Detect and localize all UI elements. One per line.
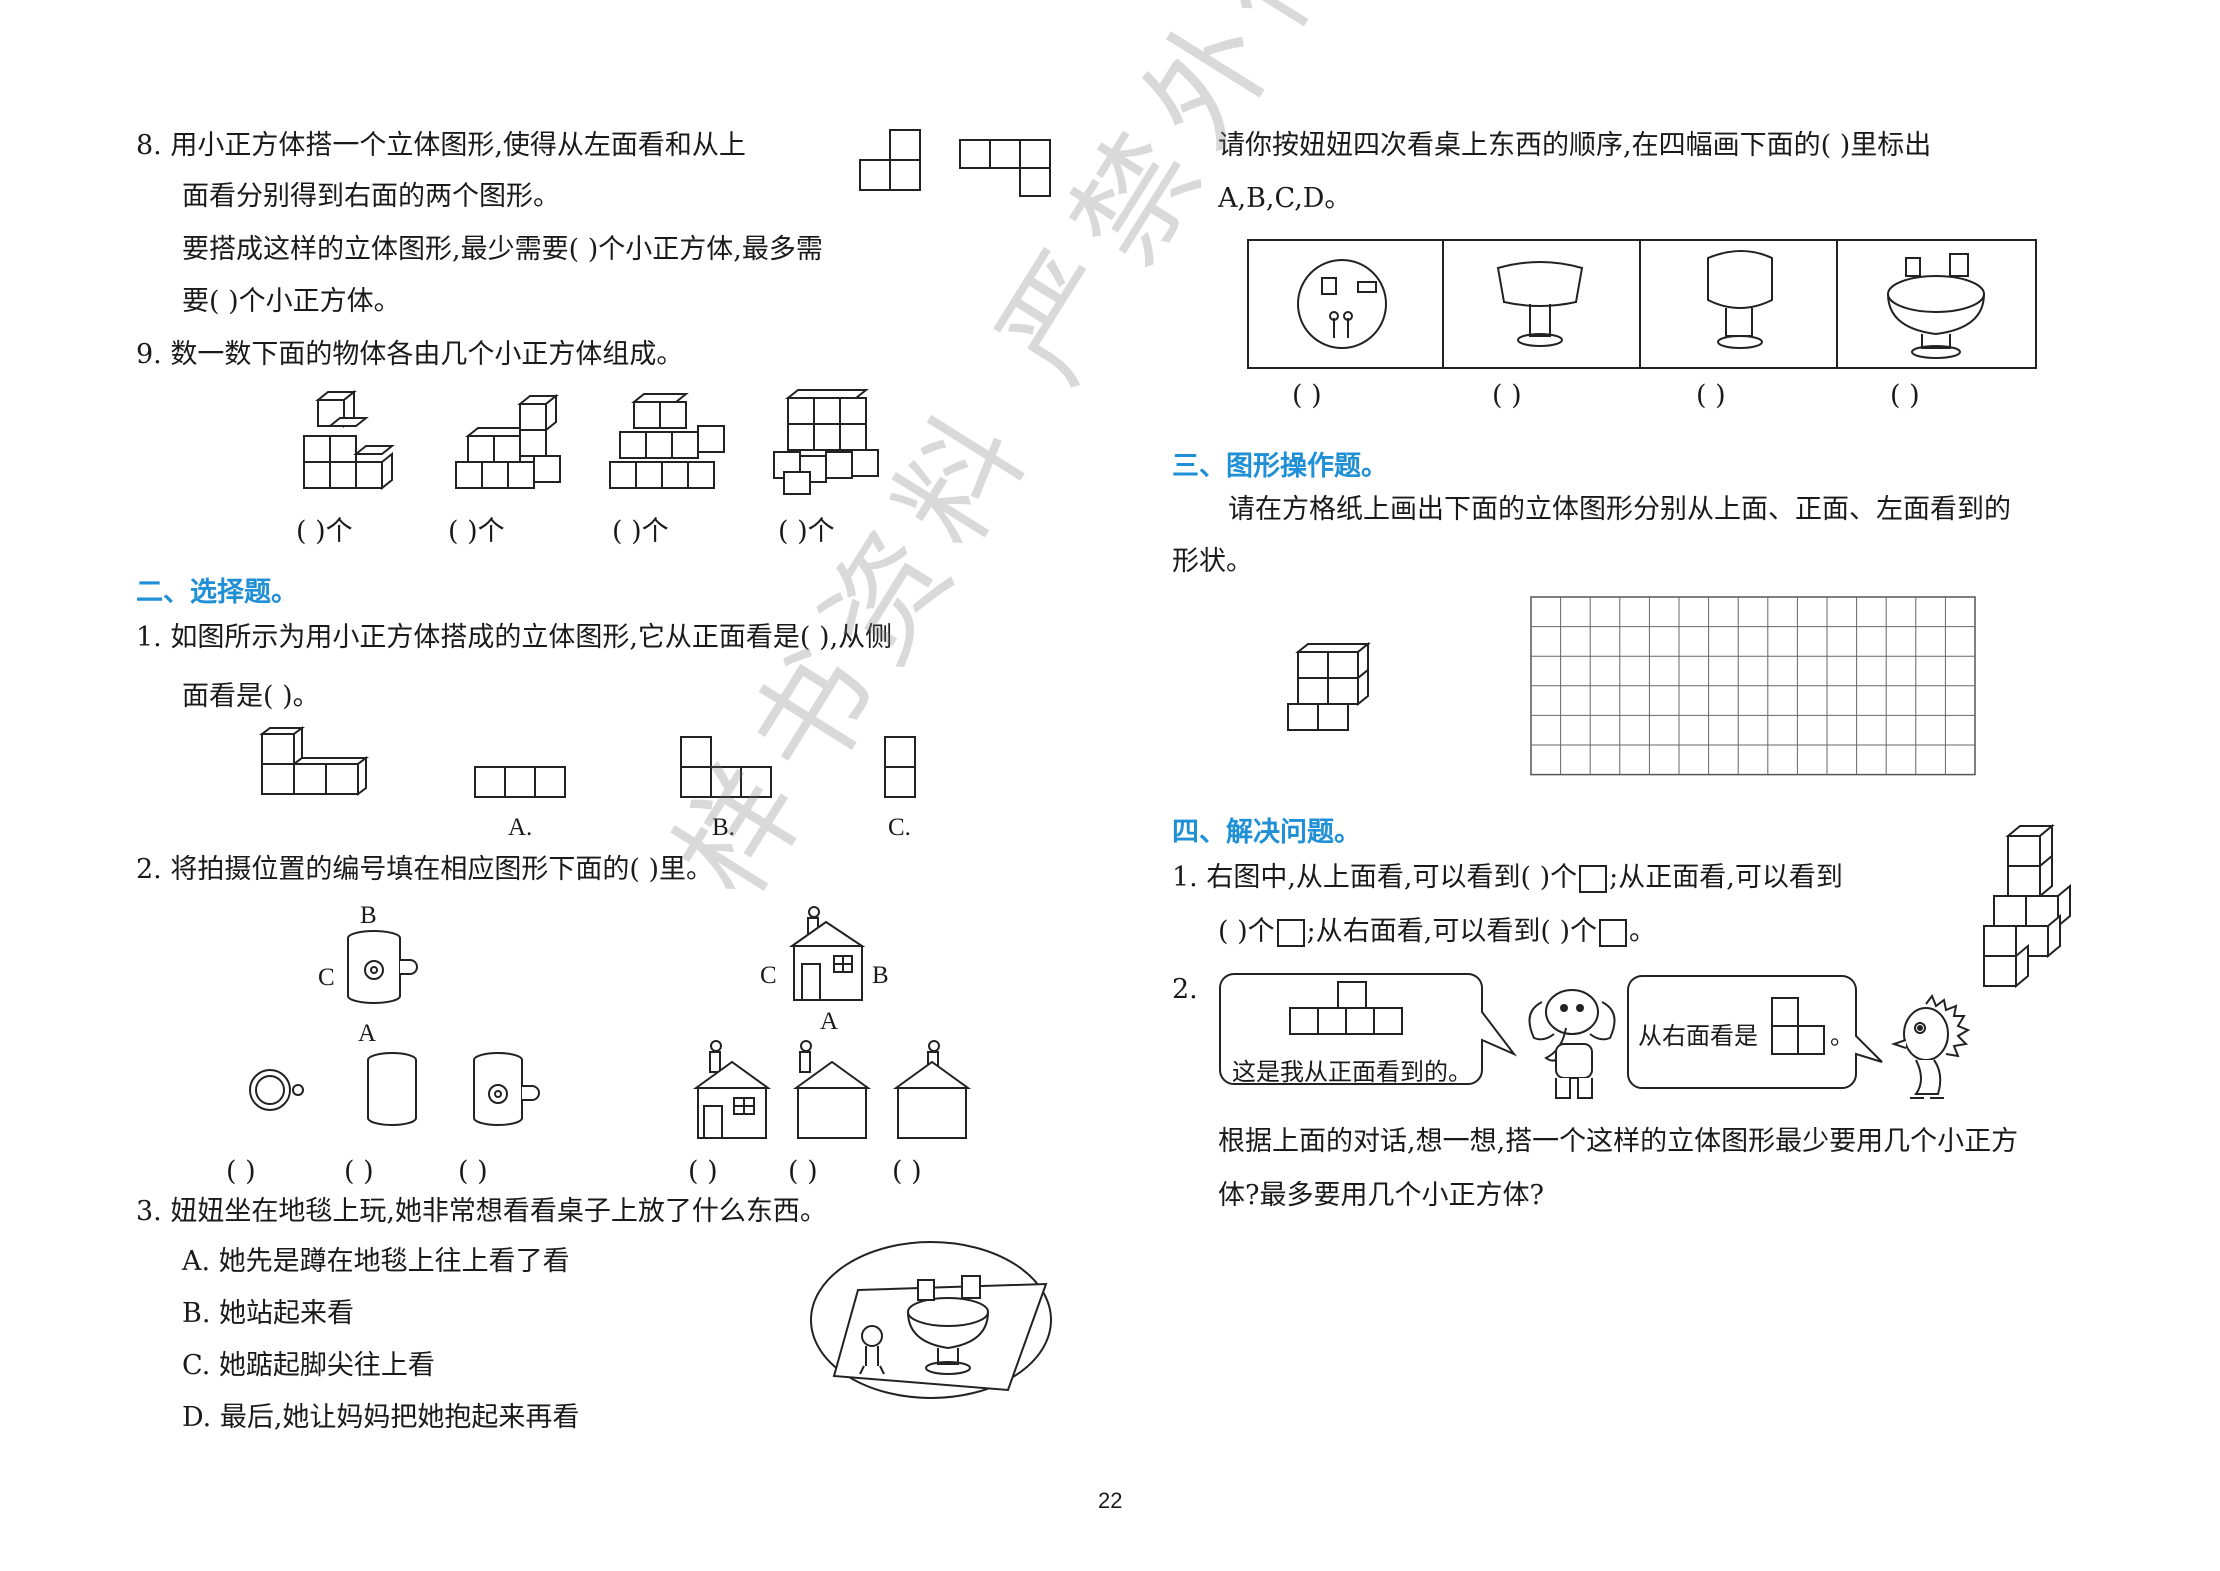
p1-text-e: 。 — [1629, 916, 1656, 947]
c1-option-b[interactable]: B. — [712, 814, 735, 841]
p1-line1: 1. 右图中,从上面看,可以看到( )个 ;从正面看,可以看到 — [1172, 864, 1843, 893]
c3-option-c: C. 她踮起脚尖往上看 — [182, 1350, 435, 1381]
girl-table-scene-icon — [810, 1241, 1052, 1399]
p1-cube-tower-figure — [1983, 823, 2071, 989]
c2-blank-3[interactable]: ( ) — [458, 1156, 488, 1187]
q9-blank-1[interactable]: ( )个 — [296, 516, 353, 547]
op-line2: 形状。 — [1172, 546, 1253, 577]
q9-cube-stack-1 — [303, 389, 395, 491]
cup-top-view-icon — [249, 1069, 304, 1111]
q8-line1: 8. 用小正方体搭一个立体图形,使得从左面看和从上 — [136, 130, 746, 161]
house-scene-icon — [788, 906, 866, 1001]
c3-view-panels — [1247, 239, 2037, 369]
q8-line4: 要( )个小正方体。 — [182, 286, 401, 317]
op-line1: 请在方格纸上画出下面的立体图形分别从上面、正面、左面看到的 — [1228, 494, 2011, 525]
c2-text: 2. 将拍摄位置的编号填在相应图形下面的( )里。 — [136, 854, 713, 885]
q9-blank-2[interactable]: ( )个 — [448, 516, 505, 547]
house-back-view-icon — [792, 1040, 872, 1139]
c1-option-b-figure — [680, 736, 772, 798]
p1-text-d: ;从右面看,可以看到( )个 — [1306, 916, 1597, 947]
section-4-heading: 四、解决问题。 — [1172, 817, 1361, 848]
grid-paper[interactable] — [1530, 596, 1976, 776]
c3cont-line2: A,B,C,D。 — [1218, 183, 1352, 214]
c3cont-blank-1[interactable]: ( ) — [1292, 380, 1322, 411]
c3-option-a: A. 她先是蹲在地毯上往上看了看 — [182, 1246, 570, 1277]
house-plain-view-icon — [892, 1040, 972, 1139]
p1-line2: ( )个 ;从右面看,可以看到( )个 。 — [1218, 918, 1656, 947]
cup-flower-view-icon — [473, 1052, 540, 1126]
q9-cube-stack-3 — [609, 393, 725, 489]
q9-cube-stack-2 — [455, 393, 561, 489]
section-2-heading: 二、选择题。 — [136, 577, 298, 608]
op-solid-figure — [1287, 641, 1371, 731]
cup-scene-icon — [347, 930, 418, 1004]
speech-bubble-right — [1627, 975, 1883, 1089]
q8-line2: 面看分别得到右面的两个图形。 — [182, 181, 560, 212]
p1-text-b: ;从正面看,可以看到 — [1609, 862, 1843, 893]
c3-text: 3. 妞妞坐在地毯上玩,她非常想看看桌子上放了什么东西。 — [136, 1196, 827, 1227]
q9-blank-4[interactable]: ( )个 — [778, 516, 835, 547]
c1-option-a-figure — [474, 766, 566, 798]
c2-blank-5[interactable]: ( ) — [788, 1156, 818, 1187]
p1-text-a: 1. 右图中,从上面看,可以看到( )个 — [1172, 862, 1578, 893]
square-icon — [1599, 918, 1627, 947]
c3cont-blank-2[interactable]: ( ) — [1492, 380, 1522, 411]
p2-number: 2. — [1172, 974, 1198, 1005]
q8-top-view-figure — [959, 139, 1051, 197]
c1-line1: 1. 如图所示为用小正方体搭成的立体图形,它从正面看是( ),从侧 — [136, 622, 893, 653]
elephant-icon — [1528, 989, 1616, 1099]
speech-bubble-left — [1219, 973, 1518, 1085]
c2-blank-6[interactable]: ( ) — [892, 1156, 922, 1187]
c2-cup-label-b: B — [360, 902, 377, 929]
p2-line1: 根据上面的对话,想一想,搭一个这样的立体图形最少要用几个小正方 — [1218, 1126, 2019, 1157]
c3cont-blank-4[interactable]: ( ) — [1890, 380, 1920, 411]
square-icon — [1579, 864, 1608, 893]
section-3-heading: 三、图形操作题。 — [1172, 451, 1388, 482]
bubble-right-end: 。 — [1830, 1022, 1854, 1050]
q8-left-view-figure — [859, 129, 921, 191]
p1-text-c: ( )个 — [1218, 916, 1275, 947]
c2-cup-label-a: A — [358, 1020, 377, 1047]
q9-blank-3[interactable]: ( )个 — [612, 516, 669, 547]
c2-blank-1[interactable]: ( ) — [226, 1156, 256, 1187]
c2-house-label-a: A — [820, 1008, 839, 1035]
c1-line2: 面看是( )。 — [182, 681, 320, 712]
page-number: 22 — [1098, 1488, 1123, 1513]
c2-house-label-b: B — [872, 962, 889, 989]
bubble-right-text: 从右面看是 — [1638, 1022, 1758, 1050]
cup-plain-view-icon — [367, 1052, 417, 1126]
c2-blank-2[interactable]: ( ) — [344, 1156, 374, 1187]
c1-solid-figure — [259, 726, 369, 796]
c1-option-a[interactable]: A. — [508, 814, 533, 841]
bubble-left-text: 这是我从正面看到的。 — [1232, 1058, 1472, 1086]
c1-option-c-figure — [884, 736, 916, 798]
p2-line2: 体?最多要用几个小正方体? — [1218, 1180, 1544, 1211]
c3cont-line1: 请你按妞妞四次看桌上东西的顺序,在四幅画下面的( )里标出 — [1218, 130, 1932, 161]
c3cont-blank-3[interactable]: ( ) — [1696, 380, 1726, 411]
c2-blank-4[interactable]: ( ) — [688, 1156, 718, 1187]
c1-option-c[interactable]: C. — [888, 814, 911, 841]
c3-option-b: B. 她站起来看 — [182, 1298, 355, 1329]
hedgehog-icon — [1890, 993, 1971, 1099]
q8-line3: 要搭成这样的立体图形,最少需要( )个小正方体,最多需 — [182, 234, 823, 265]
house-side-view-icon — [692, 1040, 772, 1139]
square-icon — [1276, 918, 1305, 947]
c3-option-d: D. 最后,她让妈妈把她抱起来再看 — [182, 1402, 580, 1433]
c2-house-label-c: C — [760, 962, 777, 989]
c2-cup-label-c: C — [318, 964, 335, 991]
q9-cube-stack-4 — [773, 389, 879, 495]
q9-text: 9. 数一数下面的物体各由几个小正方体组成。 — [136, 339, 684, 370]
